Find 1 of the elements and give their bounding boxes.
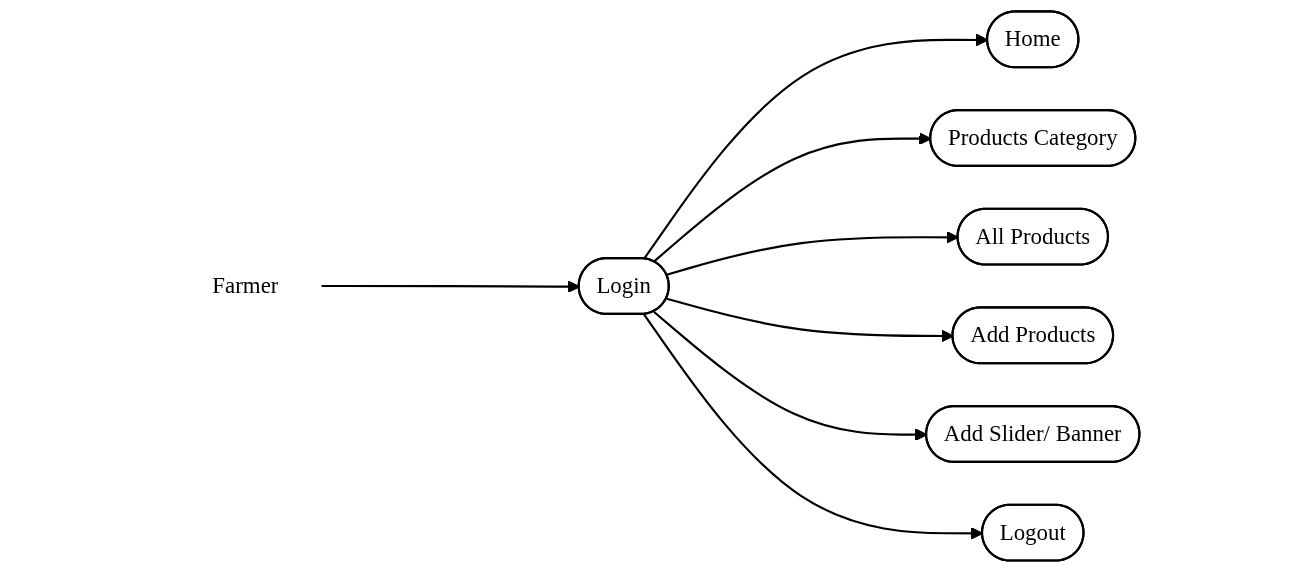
- node-text: Farmer: [212, 273, 279, 298]
